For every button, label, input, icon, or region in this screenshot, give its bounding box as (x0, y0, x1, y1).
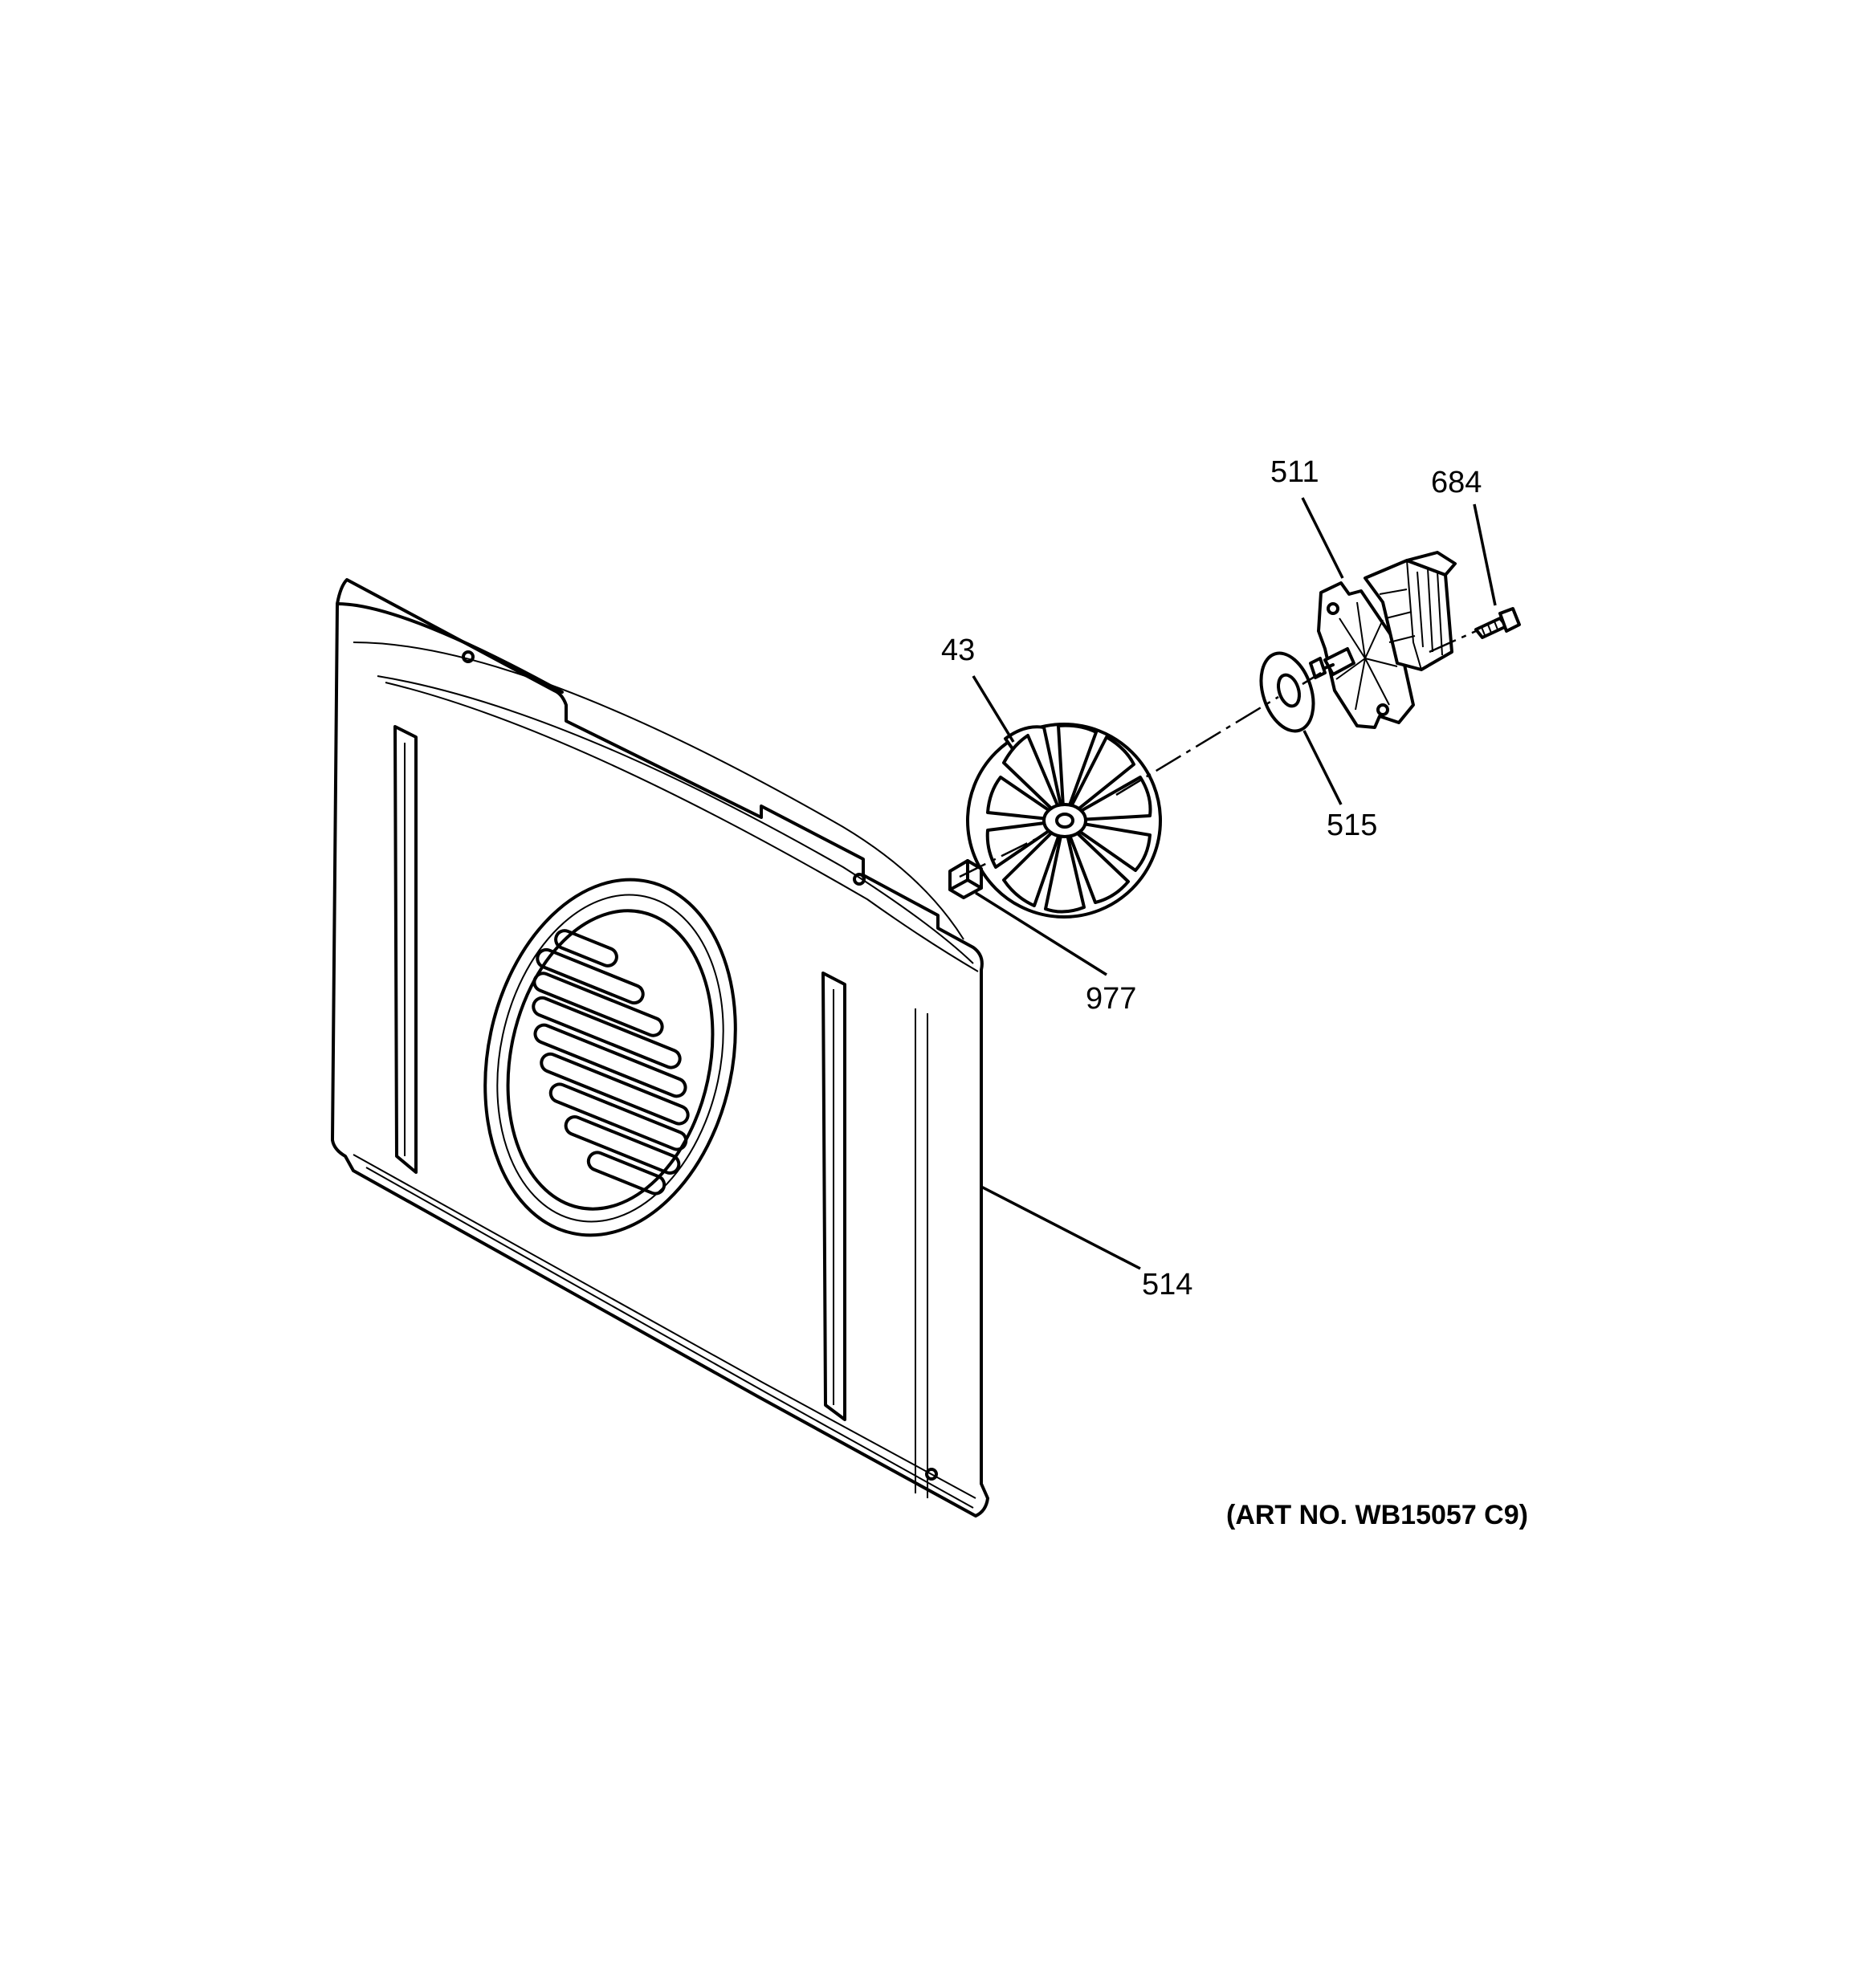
callout-511: 511 (1270, 455, 1319, 489)
screw-684[interactable] (1474, 607, 1521, 639)
assembly-centerlines (959, 629, 1477, 878)
callout-977: 977 (1086, 982, 1136, 1016)
fan-motor-511[interactable] (1309, 551, 1457, 729)
grille-slots (532, 929, 690, 1196)
callout-43: 43 (941, 633, 975, 667)
washer-515[interactable] (1252, 646, 1323, 738)
callout-684: 684 (1431, 466, 1482, 499)
callout-515: 515 (1327, 809, 1377, 842)
fan-blade-43[interactable] (966, 723, 1162, 919)
art-number: (ART NO. WB15057 C9) (1226, 1500, 1528, 1530)
leader-lines (972, 497, 1497, 1270)
callout-514: 514 (1142, 1268, 1192, 1302)
rear-panel-514[interactable] (331, 578, 989, 1517)
